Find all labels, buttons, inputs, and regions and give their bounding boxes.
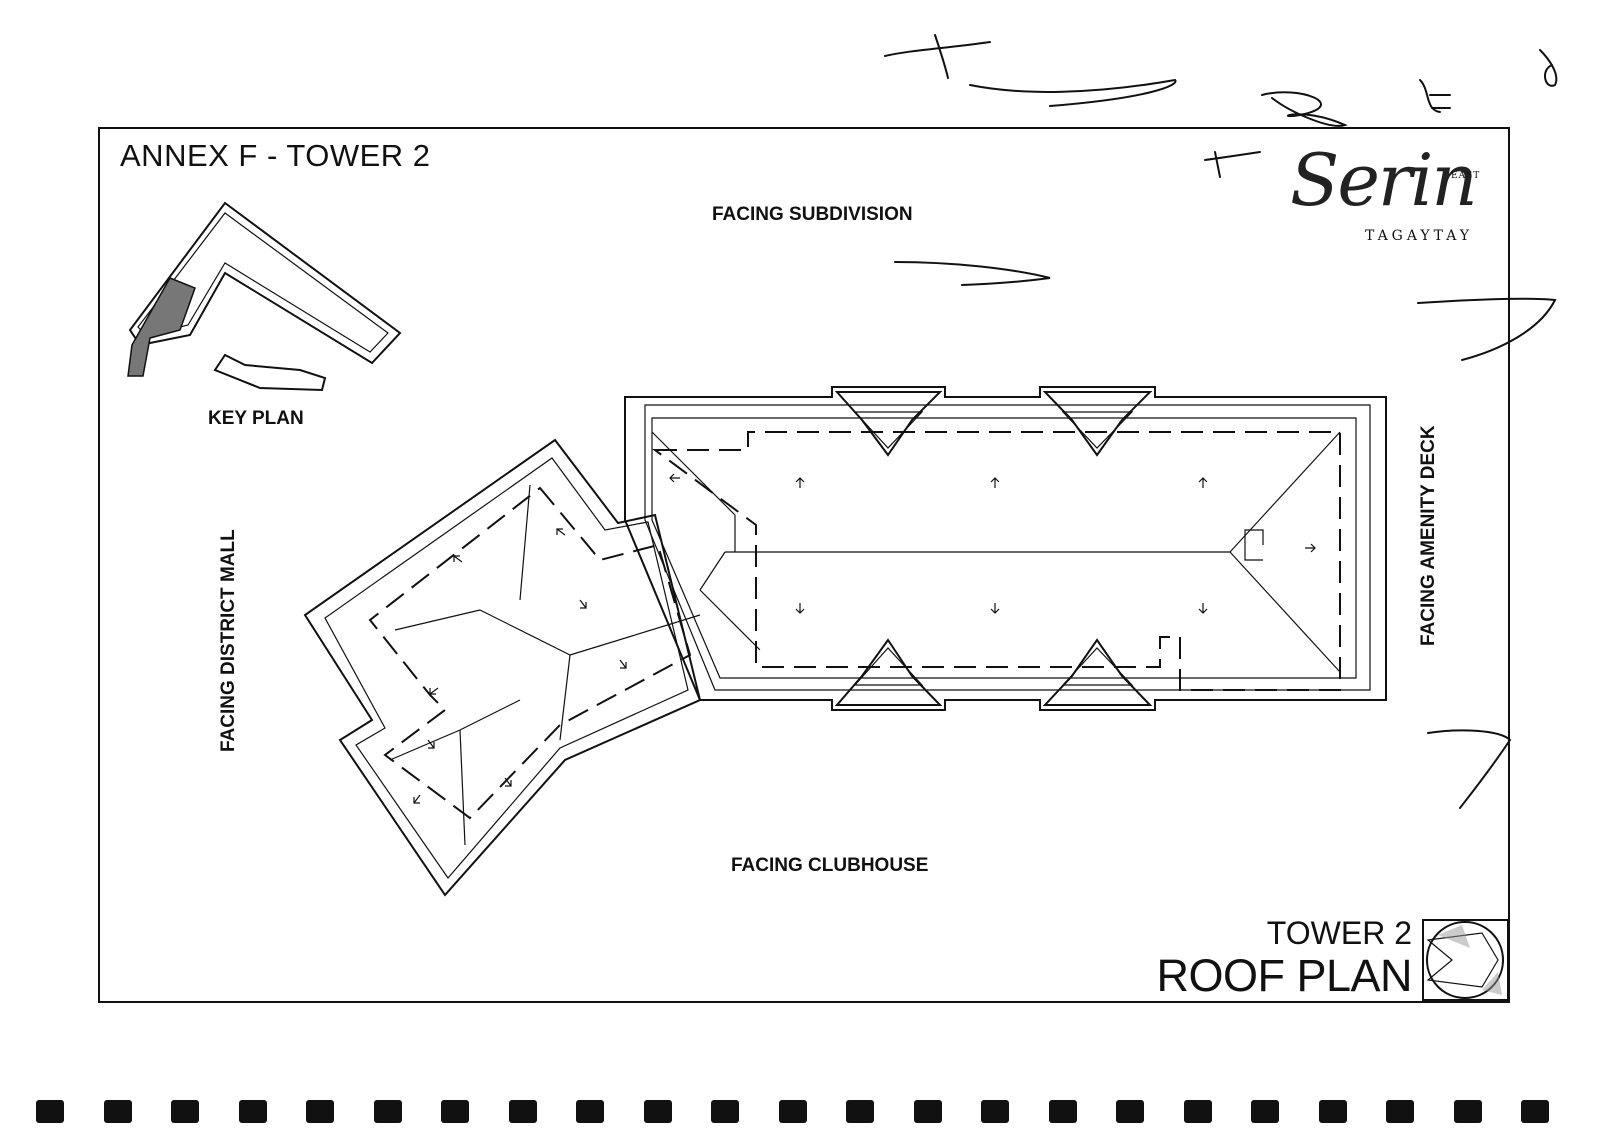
registration-mark [238, 1100, 267, 1123]
registration-mark [103, 1100, 132, 1123]
registration-mark [1386, 1100, 1414, 1123]
registration-mark [1183, 1100, 1212, 1123]
north-arrow-icon [1422, 919, 1509, 1001]
registration-mark [441, 1100, 469, 1123]
registration-mark [913, 1100, 942, 1123]
brand-qualifier: EAST [1451, 171, 1481, 181]
registration-mark [576, 1100, 604, 1123]
registration-mark [508, 1100, 537, 1123]
key-plan-diagram [127, 201, 402, 392]
registration-marks [0, 1100, 1600, 1130]
drawing-frame [98, 127, 1510, 1003]
plan-title: ROOF PLAN [1156, 950, 1412, 1001]
registration-mark [36, 1100, 64, 1123]
facing-subdivision-label: FACING SUBDIVISION [712, 204, 913, 225]
tower-label: TOWER 2 [1266, 915, 1412, 951]
registration-mark [778, 1100, 807, 1123]
registration-mark [846, 1100, 874, 1123]
facing-clubhouse-label: FACING CLUBHOUSE [731, 855, 929, 876]
registration-mark [373, 1100, 402, 1123]
registration-mark [711, 1100, 739, 1123]
registration-mark [1116, 1100, 1144, 1123]
brand-city: TAGAYTAY [1365, 228, 1474, 244]
tower-main-wing [624, 386, 1387, 711]
registration-mark [643, 1100, 672, 1123]
facing-amenity-deck-label: FACING AMENITY DECK [1418, 425, 1439, 646]
registration-mark [1251, 1100, 1279, 1123]
registration-mark [1048, 1100, 1077, 1123]
key-plan-label: KEY PLAN [208, 408, 304, 429]
registration-mark [1453, 1100, 1482, 1123]
registration-mark [171, 1100, 199, 1123]
facing-district-mall-label: FACING DISTRICT MALL [218, 529, 239, 752]
annex-title: ANNEX F - TOWER 2 [120, 138, 431, 173]
registration-mark [1318, 1100, 1347, 1123]
brand-logo-icon: Serin [1290, 138, 1478, 222]
registration-mark [306, 1100, 334, 1123]
signature-marks [884, 34, 1558, 809]
registration-mark [1521, 1100, 1549, 1123]
tower-angled-wing [303, 438, 702, 897]
registration-mark [981, 1100, 1009, 1123]
